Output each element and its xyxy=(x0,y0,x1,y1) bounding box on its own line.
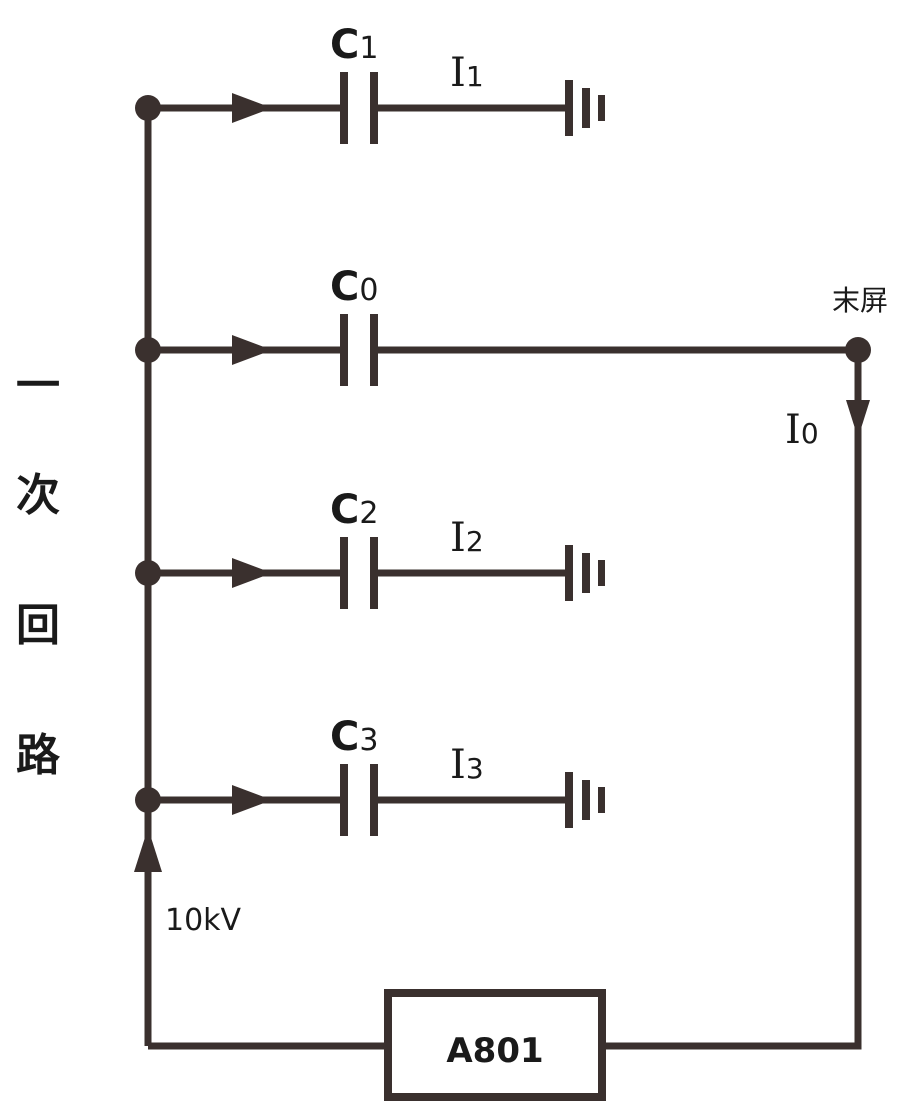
source-voltage-label: 10kV xyxy=(165,903,242,938)
current-label: I2 xyxy=(450,515,484,561)
capacitor-plate xyxy=(340,537,348,609)
side-label-char: 次 xyxy=(16,470,60,521)
current-arrow-icon xyxy=(232,785,272,815)
junction-node xyxy=(135,560,161,586)
ground-icon xyxy=(565,80,605,136)
current-label: I0 xyxy=(785,407,819,453)
capacitor-label: C0 xyxy=(330,264,378,310)
capacitor-plate xyxy=(340,764,348,836)
side-label-char: 回 xyxy=(16,600,60,651)
junction-node xyxy=(135,337,161,363)
side-label-char: 一 xyxy=(16,360,60,411)
capacitor-plate xyxy=(340,72,348,144)
junction-node xyxy=(135,95,161,121)
end-screen-wire xyxy=(372,346,862,1050)
end-screen-node xyxy=(845,337,871,363)
side-label-char: 路 xyxy=(16,730,61,781)
a801-label: A801 xyxy=(446,1031,543,1071)
a801-device-box xyxy=(384,989,606,1101)
ground-icon xyxy=(565,772,605,828)
source-arrow-icon xyxy=(134,828,162,872)
end-screen-label: 末屏 xyxy=(832,284,888,317)
ground-icon xyxy=(565,545,605,601)
capacitor-label: C3 xyxy=(330,714,378,760)
capacitor-plate xyxy=(340,314,348,386)
capacitor-label: C2 xyxy=(330,487,378,533)
current-arrow-icon xyxy=(232,558,272,588)
current-label: I1 xyxy=(450,50,484,96)
junction-node xyxy=(135,787,161,813)
current-label: I3 xyxy=(450,742,484,788)
i0-arrow-icon xyxy=(846,400,870,438)
capacitor-plate xyxy=(370,314,378,386)
capacitor-label: C1 xyxy=(330,22,378,68)
current-arrow-icon xyxy=(232,93,272,123)
current-arrow-icon xyxy=(232,335,272,365)
